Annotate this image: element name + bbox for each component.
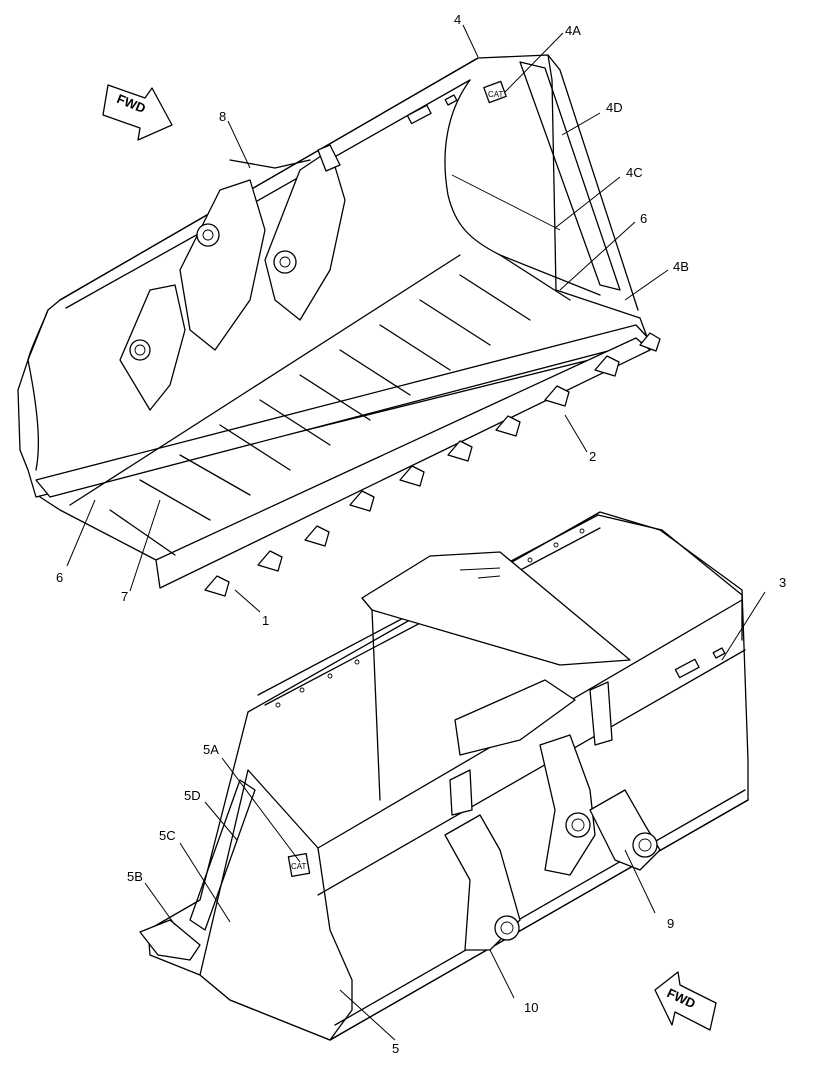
upper-bucket: CAT (17, 54, 661, 597)
upper-teeth (204, 332, 661, 597)
callout-4D: 4D (606, 100, 623, 115)
lower-bolt-holes (275, 528, 585, 708)
callout-10: 10 (524, 1000, 538, 1015)
callout-6-left: 6 (56, 570, 63, 585)
upper-hinge-brackets (119, 144, 346, 411)
callout-3: 3 (779, 575, 786, 590)
callout-1: 1 (262, 613, 269, 628)
leader-lines (66, 24, 766, 1041)
callout-5A: 5A (203, 742, 219, 757)
callout-4A: 4A (565, 23, 581, 38)
callout-5: 5 (392, 1041, 399, 1056)
callout-5B: 5B (127, 869, 143, 884)
callout-7: 7 (121, 589, 128, 604)
lower-bucket: CAT (139, 511, 749, 1041)
callout-8: 8 (219, 109, 226, 124)
callout-5C: 5C (159, 828, 176, 843)
svg-text:CAT: CAT (291, 862, 307, 871)
callout-5D: 5D (184, 788, 201, 803)
callout-4B: 4B (673, 259, 689, 274)
callout-4: 4 (454, 12, 461, 27)
callout-2: 2 (589, 449, 596, 464)
svg-text:CAT: CAT (488, 90, 504, 99)
callout-9: 9 (667, 916, 674, 931)
lower-hinge-brackets (444, 679, 661, 951)
callout-6-top: 6 (640, 211, 647, 226)
fwd-arrow-bottom: FWD (654, 971, 717, 1031)
callout-labels: 4 4A 4D 4C 6 4B 8 2 6 7 1 3 5A 5D 5C 5B … (56, 12, 786, 1056)
callout-4C: 4C (626, 165, 643, 180)
fwd-arrow-top: FWD (102, 84, 173, 141)
